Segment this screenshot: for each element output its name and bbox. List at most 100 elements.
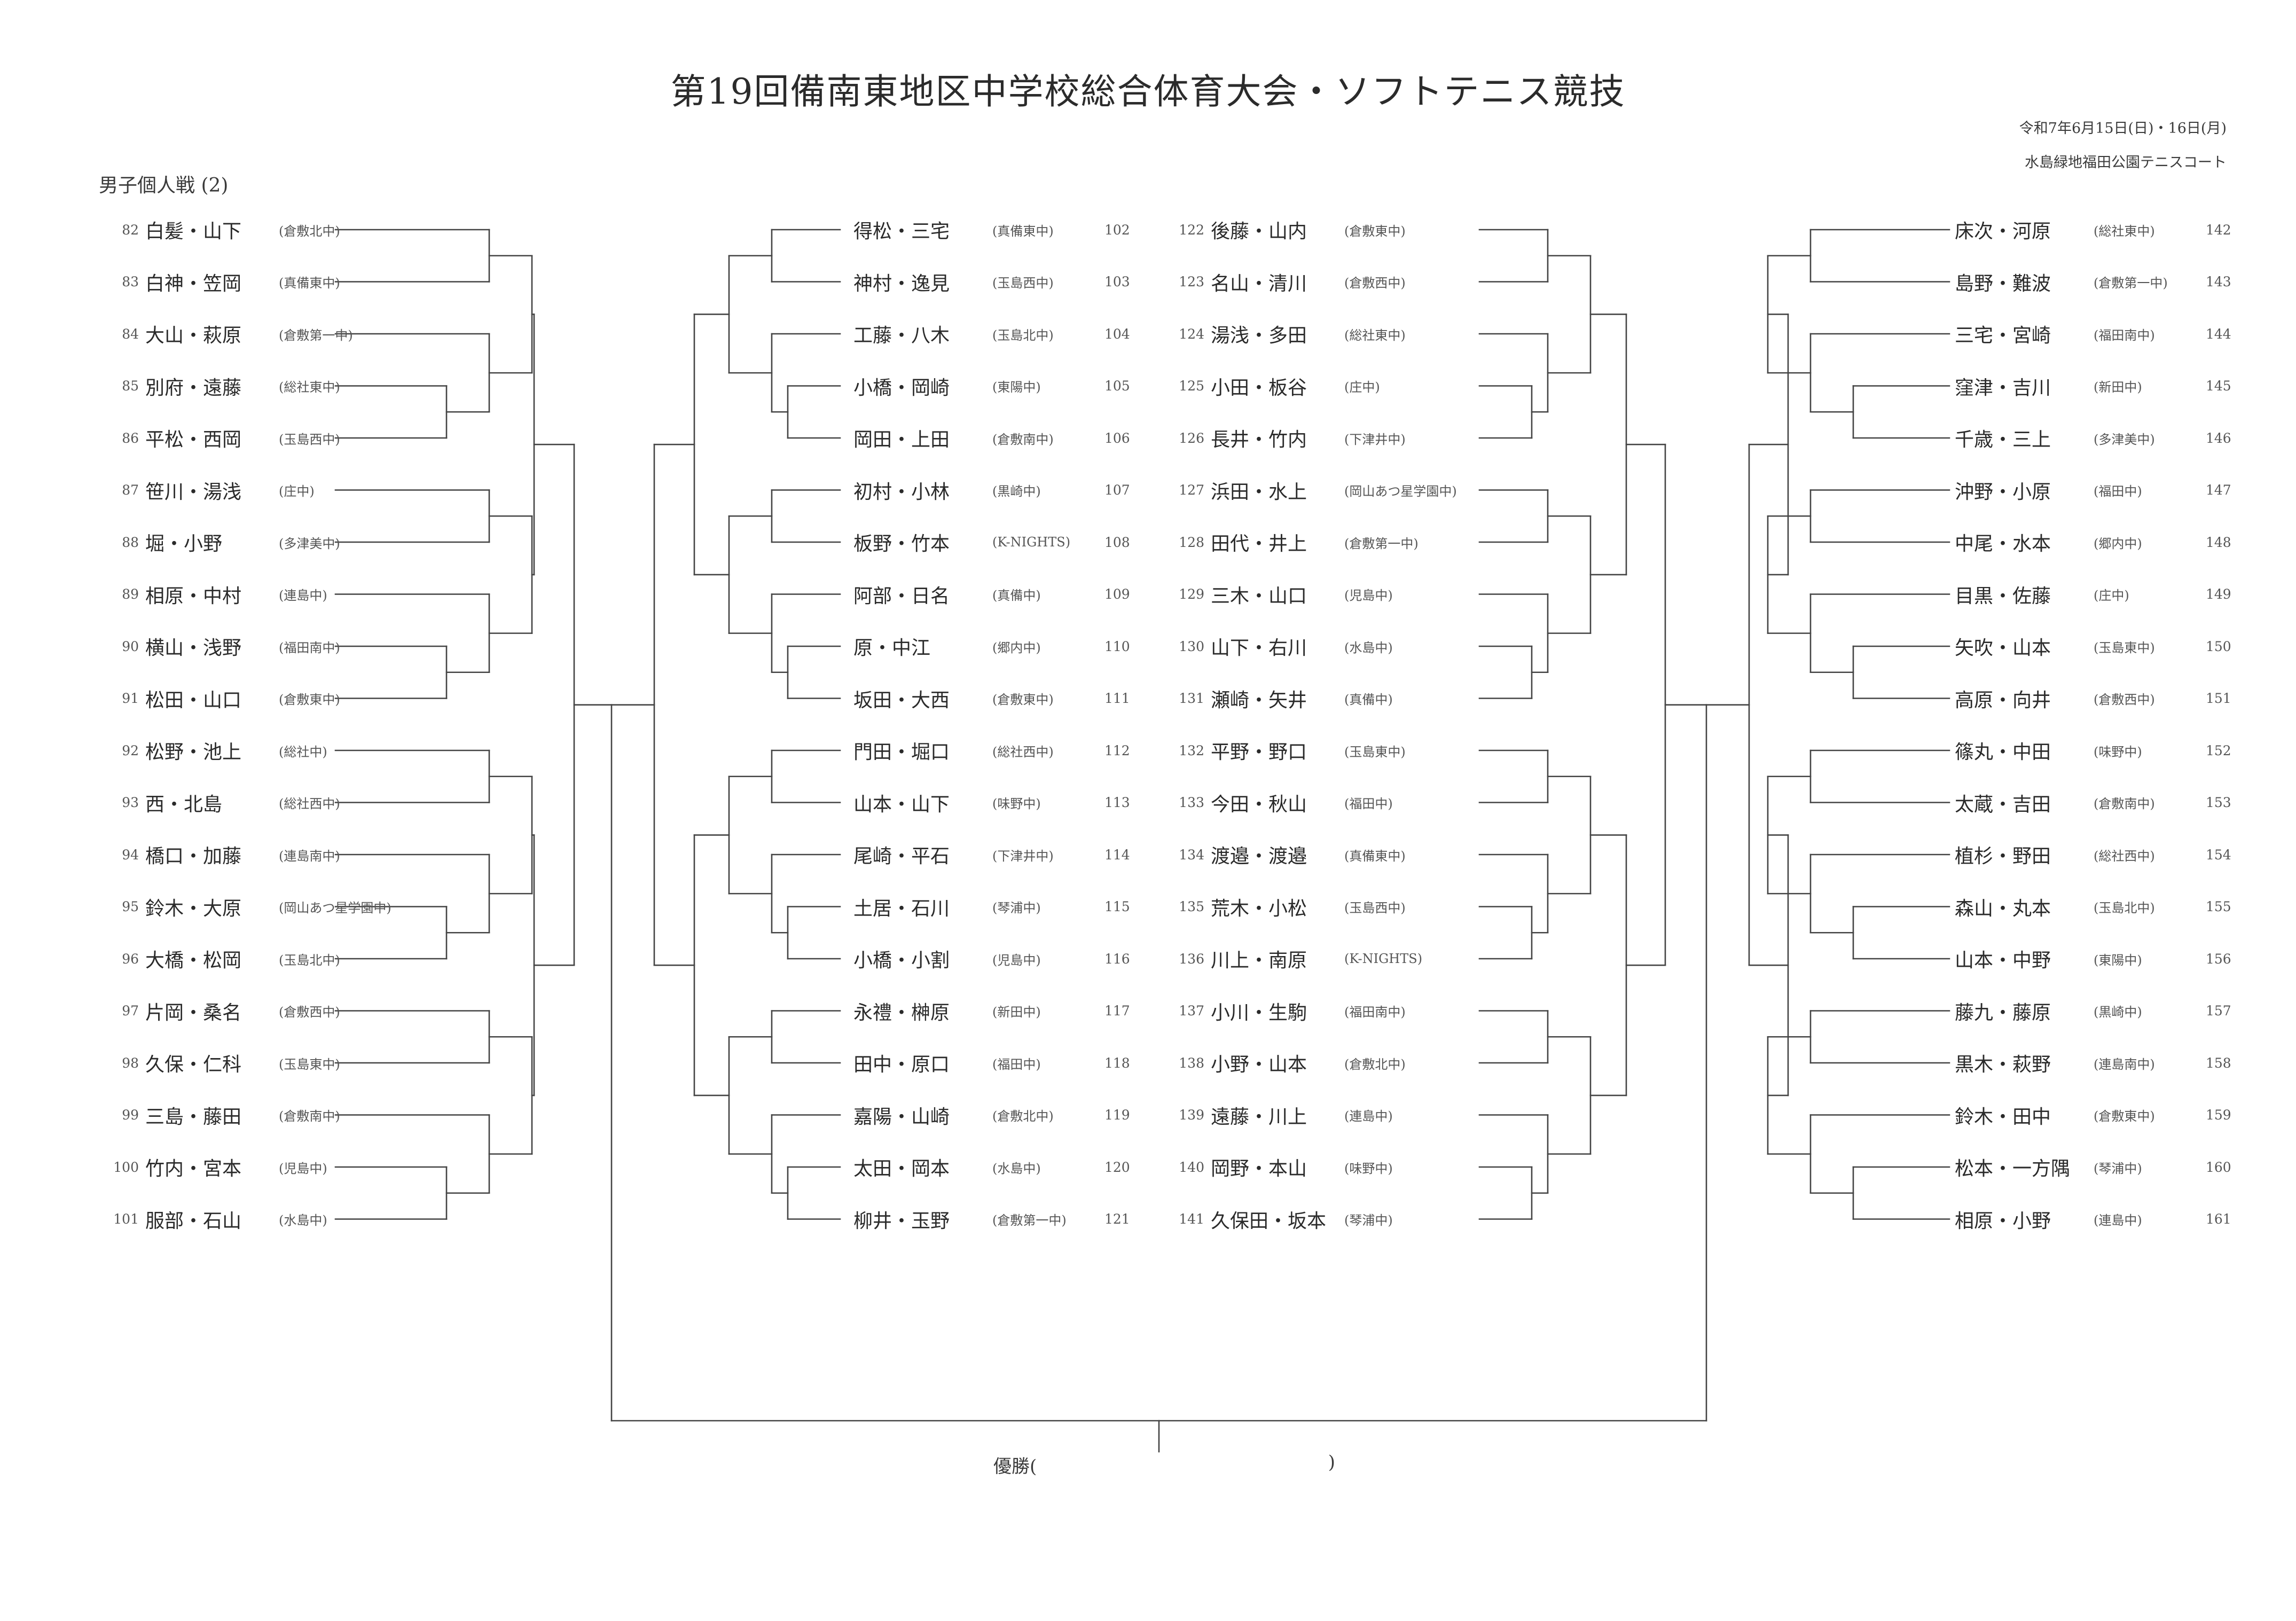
entry-number: 131 — [1179, 691, 1204, 706]
entry-pair-names: 黒木・萩野 — [1955, 1054, 2051, 1076]
entry-school: (玉島西中) — [992, 276, 1054, 291]
bracket-entry: 板野・竹本(K-NIGHTS)108 — [853, 527, 1142, 557]
entry-school: (真備東中) — [279, 276, 340, 291]
entry-number: 151 — [2206, 691, 2231, 706]
entry-pair-names: 目黒・佐藤 — [1955, 585, 2051, 607]
entry-pair-names: 笹川・湯浅 — [145, 481, 242, 503]
entry-number: 119 — [1104, 1107, 1130, 1123]
entry-pair-names: 原・中江 — [853, 637, 931, 659]
entry-number: 89 — [122, 586, 139, 602]
entry-number: 118 — [1104, 1055, 1130, 1071]
bracket-entry: 小橋・岡崎(東陽中)105 — [853, 371, 1142, 401]
entry-school: (倉敷南中) — [2094, 796, 2155, 811]
entry-pair-names: 大橋・松岡 — [145, 950, 242, 972]
bracket-entry: 阿部・日名(真備中)109 — [853, 580, 1142, 609]
entry-number: 150 — [2206, 638, 2231, 654]
entry-school: (東陽中) — [992, 380, 1041, 395]
entry-school: (郷内中) — [992, 640, 1041, 655]
entry-school: (倉敷北中) — [992, 1109, 1054, 1124]
entry-number: 133 — [1179, 795, 1204, 810]
entry-pair-names: 浜田・水上 — [1211, 481, 1307, 503]
entry-number: 128 — [1179, 534, 1204, 550]
entry-pair-names: 山本・山下 — [853, 793, 950, 816]
entry-school: (総社西中) — [279, 796, 340, 811]
entry-pair-names: 田中・原口 — [853, 1054, 950, 1076]
bracket-entry: 尾崎・平石(下津井中)114 — [853, 840, 1142, 870]
bracket-entry: 永禮・榊原(新田中)117 — [853, 996, 1142, 1026]
entry-school: (総社西中) — [992, 744, 1054, 759]
entry-pair-names: 三宅・宮崎 — [1955, 325, 2051, 347]
entry-number: 86 — [122, 430, 139, 446]
entry-pair-names: 柳井・玉野 — [853, 1210, 950, 1232]
entry-pair-names: 橋口・加藤 — [145, 845, 242, 867]
entry-pair-names: 小野・山本 — [1211, 1054, 1307, 1076]
entry-pair-names: 平野・野口 — [1211, 741, 1307, 763]
entry-pair-names: 片岡・桑名 — [145, 1001, 242, 1024]
entry-number: 113 — [1104, 795, 1130, 810]
bracket-entry: 小橋・小割(児島中)116 — [853, 944, 1142, 974]
bracket-entry: 得松・三宅(真備東中)102 — [853, 215, 1142, 245]
entry-pair-names: 白神・笠岡 — [145, 272, 242, 295]
entry-number: 101 — [113, 1211, 139, 1227]
bracket-entry: 床次・河原(総社東中)142 — [1955, 215, 2243, 245]
entry-pair-names: 初村・小林 — [853, 481, 950, 503]
entry-pair-names: 阿部・日名 — [853, 585, 950, 607]
entry-number: 82 — [122, 222, 139, 238]
entry-pair-names: 相原・中村 — [145, 585, 242, 607]
entry-number: 159 — [2206, 1107, 2231, 1123]
entry-pair-names: 岡田・上田 — [853, 429, 950, 451]
entry-pair-names: 中尾・水本 — [1955, 533, 2051, 555]
entry-number: 136 — [1179, 951, 1204, 967]
entry-pair-names: 西・北島 — [145, 793, 223, 816]
entry-number: 160 — [2206, 1159, 2231, 1175]
entry-school: (黒崎中) — [992, 484, 1041, 499]
entry-number: 107 — [1104, 482, 1130, 498]
entry-number: 87 — [122, 482, 139, 498]
entry-pair-names: 川上・南原 — [1211, 950, 1307, 972]
entry-school: (玉島北中) — [2094, 900, 2155, 915]
entry-school: (真備東中) — [992, 223, 1054, 239]
entry-pair-names: 門田・堀口 — [853, 741, 950, 763]
entry-pair-names: 松野・池上 — [145, 741, 242, 763]
bracket-entry: 山本・山下(味野中)113 — [853, 788, 1142, 818]
bracket-entry: 窪津・吉川(新田中)145 — [1955, 371, 2243, 401]
entry-number: 132 — [1179, 742, 1204, 758]
entry-number: 141 — [1179, 1211, 1204, 1227]
entry-school: (連島中) — [1344, 1109, 1393, 1124]
entry-pair-names: 岡野・本山 — [1211, 1158, 1307, 1180]
entry-pair-names: 大山・萩原 — [145, 325, 242, 347]
entry-pair-names: 湯浅・多田 — [1211, 325, 1307, 347]
entry-number: 108 — [1104, 534, 1130, 550]
bracket-entry: 目黒・佐藤(庄中)149 — [1955, 580, 2243, 609]
entry-school: (福田南中) — [2094, 327, 2155, 343]
bracket-entry: 岡田・上田(倉敷南中)106 — [853, 423, 1142, 453]
entry-pair-names: 尾崎・平石 — [853, 845, 950, 867]
entry-pair-names: 太蔵・吉田 — [1955, 793, 2051, 816]
bracket-entry: 高原・向井(倉敷西中)151 — [1955, 684, 2243, 714]
entry-school: (玉島西中) — [1344, 900, 1406, 915]
entry-school: (倉敷北中) — [1344, 1056, 1406, 1072]
entry-number: 94 — [122, 847, 139, 863]
entry-number: 96 — [122, 951, 139, 967]
entry-school: (多津美中) — [279, 536, 340, 551]
entry-pair-names: 窪津・吉川 — [1955, 377, 2051, 399]
bracket-entry: 島野・難波(倉敷第一中)143 — [1955, 267, 2243, 297]
entry-number: 117 — [1104, 1003, 1130, 1019]
